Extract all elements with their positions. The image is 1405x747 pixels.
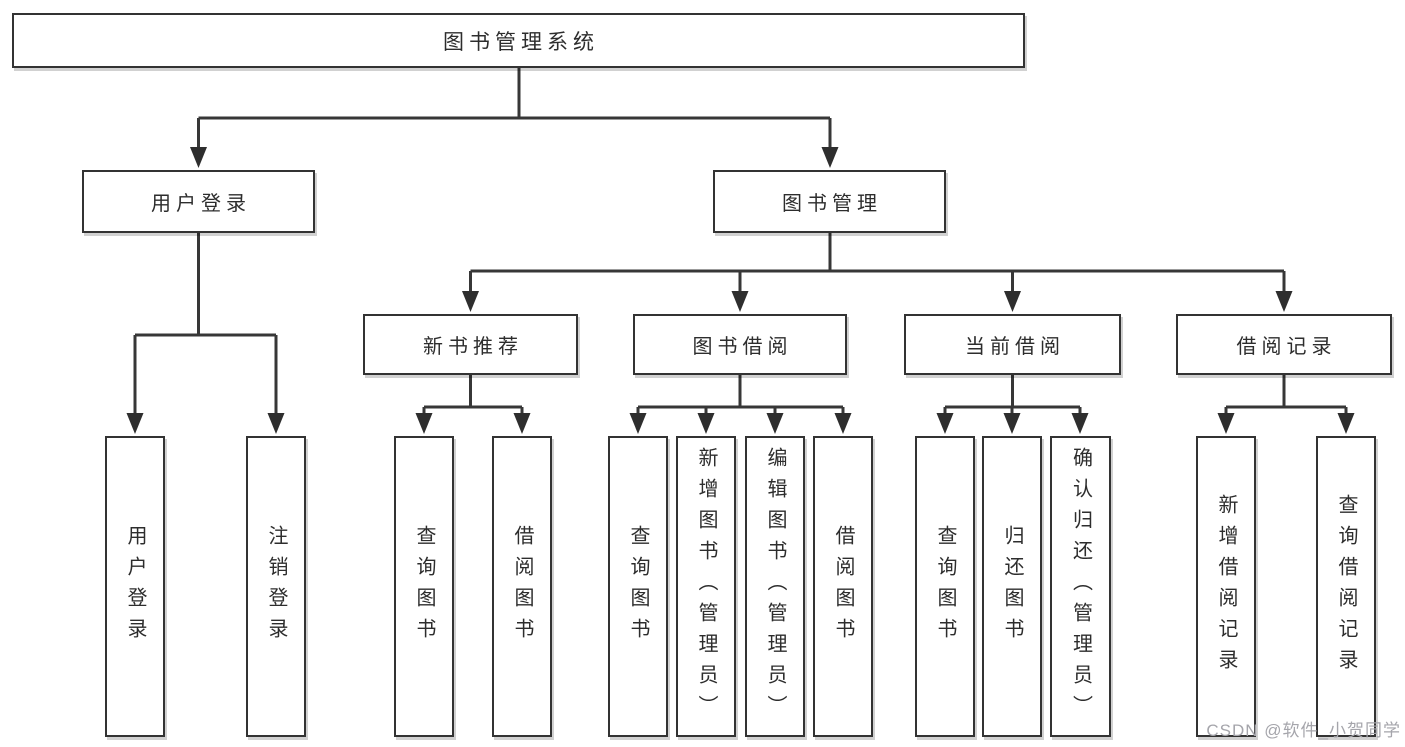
node-label: 借阅图书 <box>511 524 533 649</box>
node-library-management-system: 图书管理系统 <box>12 13 1025 68</box>
node-label: 注销登录 <box>265 524 287 649</box>
leaf-user-login: 用户登录 <box>105 436 165 737</box>
node-label: 图书管理 <box>782 193 882 215</box>
node-label: 确认归还（管理员） <box>1069 447 1092 726</box>
node-user-login: 用户登录 <box>82 170 315 233</box>
node-label: 新增图书（管理员） <box>695 447 717 726</box>
node-label: 查询借阅记录 <box>1335 493 1357 680</box>
node-current-borrowing: 当前借阅 <box>904 314 1121 375</box>
node-label: 用户登录 <box>151 193 251 215</box>
leaf-return-books: 归还图书 <box>982 436 1042 737</box>
leaf-query-books-current: 查询图书 <box>915 436 975 737</box>
leaf-edit-book-admin: 编辑图书（管理员） <box>745 436 805 737</box>
leaf-borrow-books: 借阅图书 <box>813 436 873 737</box>
node-new-book-recommend: 新书推荐 <box>363 314 578 375</box>
connector-current-borrow-split <box>943 375 1082 418</box>
node-label: 查询图书 <box>934 524 956 649</box>
leaf-query-books-borrowing: 查询图书 <box>608 436 668 737</box>
leaf-borrow-books-recommend: 借阅图书 <box>492 436 552 737</box>
leaf-confirm-return-admin: 确认归还（管理员） <box>1050 436 1111 737</box>
node-book-borrowing: 图书借阅 <box>633 314 847 375</box>
node-label: 用户登录 <box>124 524 146 649</box>
connector-root-split <box>197 68 832 152</box>
connector-book-mgmt-split <box>469 233 1286 296</box>
node-label: 借阅记录 <box>1236 336 1337 358</box>
leaf-query-borrow-record: 查询借阅记录 <box>1316 436 1376 737</box>
node-label: 当前借阅 <box>965 336 1065 358</box>
node-label: 编辑图书（管理员） <box>764 447 786 726</box>
node-label: 新增借阅记录 <box>1215 493 1237 680</box>
connector-borrow-records-split <box>1224 375 1348 418</box>
csdn-watermark: CSDN @软件_小贺同学 <box>1206 721 1401 740</box>
node-label: 新书推荐 <box>423 336 523 358</box>
connector-book-borrow-split <box>636 375 845 418</box>
node-label: 查询图书 <box>627 524 649 649</box>
connector-user-login-split <box>133 233 278 418</box>
node-label: 图书管理系统 <box>443 30 599 54</box>
node-borrowing-records: 借阅记录 <box>1176 314 1392 375</box>
node-label: 归还图书 <box>1001 524 1023 649</box>
leaf-logout: 注销登录 <box>246 436 306 737</box>
leaf-query-books-recommend: 查询图书 <box>394 436 454 737</box>
leaf-add-borrow-record: 新增借阅记录 <box>1196 436 1256 737</box>
node-label: 借阅图书 <box>832 524 854 649</box>
node-label: 查询图书 <box>413 524 435 649</box>
node-book-management: 图书管理 <box>713 170 946 233</box>
leaf-add-book-admin: 新增图书（管理员） <box>676 436 736 737</box>
connector-new-book-split <box>422 375 524 418</box>
node-label: 图书借阅 <box>692 336 793 358</box>
